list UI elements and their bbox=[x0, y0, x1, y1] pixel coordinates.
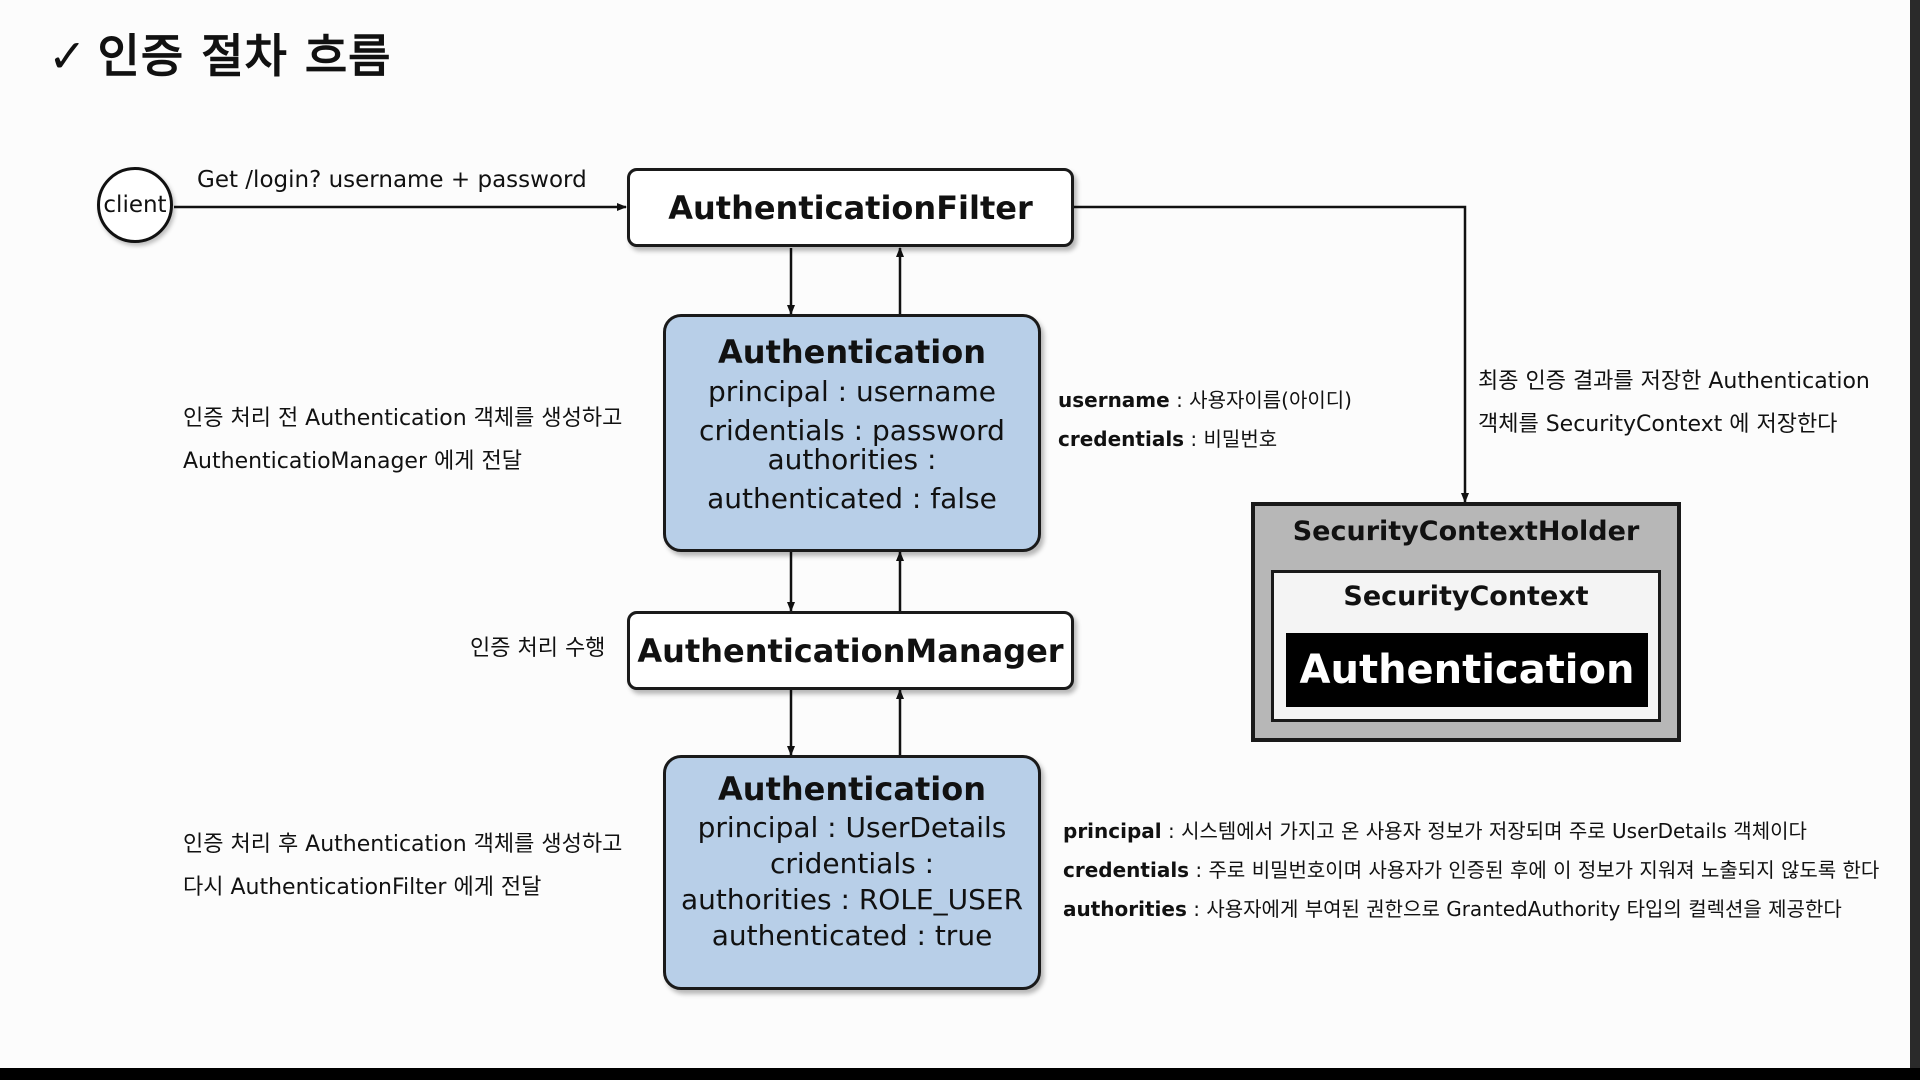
authentication-after-principal: principal : UserDetails bbox=[697, 811, 1007, 844]
desc-key: credentials bbox=[1058, 427, 1185, 451]
note-after-line: 다시 AuthenticationFilter 에게 전달 bbox=[183, 875, 542, 900]
authentication-before-principal: principal : username bbox=[708, 375, 996, 408]
client-node: client bbox=[97, 167, 173, 243]
security-context-holder: SecurityContextHolder SecurityContext Au… bbox=[1251, 502, 1681, 742]
arrow-filter-to-holder bbox=[1074, 205, 1469, 503]
desc-key: principal bbox=[1063, 819, 1162, 843]
security-context: SecurityContext Authentication bbox=[1271, 570, 1661, 722]
authentication-after-authorities: authorities : ROLE_USER bbox=[680, 883, 1024, 916]
security-context-holder-label: SecurityContextHolder bbox=[1292, 516, 1640, 547]
note-after-line: 인증 처리 후 Authentication 객체를 생성하고 bbox=[183, 832, 623, 857]
authentication-after-credentials: cridentials : bbox=[769, 847, 935, 880]
security-context-label: SecurityContext bbox=[1343, 581, 1589, 612]
note-before: 인증 처리 전 Authentication 객체를 생성하고 Authenti… bbox=[183, 397, 622, 483]
client-label: client bbox=[103, 192, 167, 218]
note-store-line: 객체를 SecurityContext 에 저장한다 bbox=[1478, 412, 1838, 437]
authentication-after-box: Authentication principal : UserDetails c… bbox=[663, 755, 1041, 990]
authentication-before-credentials: cridentials : password bbox=[699, 414, 1005, 447]
before-field-descriptions: username : 사용자이름(아이디) credentials : 비밀번호 bbox=[1058, 381, 1352, 459]
note-store: 최종 인증 결과를 저장한 Authentication 객체를 Securit… bbox=[1478, 360, 1870, 446]
desc-value: : 주로 비밀번호이며 사용자가 인증된 후에 이 정보가 지워져 노출되지 않… bbox=[1189, 858, 1880, 882]
desc-value: : 비밀번호 bbox=[1184, 427, 1278, 451]
note-store-line: 최종 인증 결과를 저장한 Authentication bbox=[1478, 369, 1870, 394]
authentication-after-title: Authentication bbox=[718, 770, 986, 808]
authentication-before-title: Authentication bbox=[718, 333, 986, 371]
desc-key: authorities bbox=[1063, 897, 1187, 921]
right-frame-edge bbox=[1910, 0, 1920, 1068]
page-title-text: 인증 절차 흐름 bbox=[97, 29, 392, 83]
desc-credentials: credentials : 주로 비밀번호이며 사용자가 인증된 후에 이 정보… bbox=[1063, 851, 1879, 890]
authentication-before-box: Authentication principal : username crid… bbox=[663, 314, 1041, 552]
desc-value: : 시스템에서 가지고 온 사용자 정보가 저장되며 주로 UserDetail… bbox=[1161, 819, 1807, 843]
desc-key: username bbox=[1058, 388, 1170, 412]
note-process: 인증 처리 수행 bbox=[470, 636, 606, 661]
bottom-frame-bar bbox=[0, 1068, 1920, 1080]
desc-principal: principal : 시스템에서 가지고 온 사용자 정보가 저장되며 주로 … bbox=[1063, 812, 1879, 851]
authentication-filter-label: AuthenticationFilter bbox=[668, 188, 1033, 227]
desc-credentials: credentials : 비밀번호 bbox=[1058, 420, 1352, 459]
note-before-line: 인증 처리 전 Authentication 객체를 생성하고 bbox=[183, 406, 623, 431]
note-before-line: AuthenticatioManager 에게 전달 bbox=[183, 449, 522, 474]
authentication-manager-box: AuthenticationManager bbox=[627, 611, 1074, 690]
authentication-filter-box: AuthenticationFilter bbox=[627, 168, 1074, 247]
note-after: 인증 처리 후 Authentication 객체를 생성하고 다시 Authe… bbox=[183, 823, 622, 909]
desc-key: credentials bbox=[1063, 858, 1190, 882]
request-label: Get /login? username + password bbox=[197, 167, 587, 193]
authentication-before-authenticated: authenticated : false bbox=[707, 482, 997, 515]
desc-username: username : 사용자이름(아이디) bbox=[1058, 381, 1352, 420]
security-context-authentication-label: Authentication bbox=[1299, 647, 1635, 693]
desc-value: : 사용자이름(아이디) bbox=[1169, 388, 1352, 412]
authentication-manager-label: AuthenticationManager bbox=[637, 631, 1064, 670]
desc-value: : 사용자에게 부여된 권한으로 GrantedAuthority 타입의 컬렉… bbox=[1186, 897, 1842, 921]
after-field-descriptions: principal : 시스템에서 가지고 온 사용자 정보가 저장되며 주로 … bbox=[1063, 812, 1879, 929]
security-context-authentication: Authentication bbox=[1286, 633, 1648, 707]
check-icon: ✓ bbox=[48, 29, 88, 83]
desc-authorities: authorities : 사용자에게 부여된 권한으로 GrantedAuth… bbox=[1063, 890, 1879, 929]
authentication-after-authenticated: authenticated : true bbox=[711, 919, 993, 952]
page-title: ✓인증 절차 흐름 bbox=[48, 20, 392, 86]
authentication-before-authorities: authorities : bbox=[767, 443, 937, 476]
